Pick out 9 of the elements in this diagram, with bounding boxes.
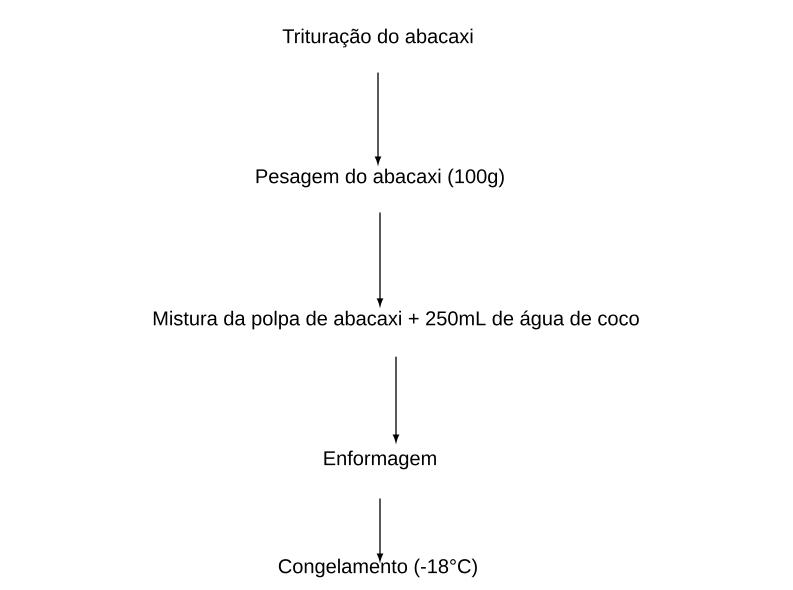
step-label: Mistura da polpa de abacaxi + 250mL de água de coco xyxy=(154,310,639,330)
arrow xyxy=(376,212,384,306)
arrow xyxy=(376,498,384,562)
step-label: Trituração do abacaxi xyxy=(282,28,472,48)
arrow xyxy=(392,356,400,442)
step-label: Pesagem do abacaxi (100g) xyxy=(256,168,504,188)
step-label: Enformagem xyxy=(324,450,436,470)
arrow xyxy=(374,72,382,164)
step-label: Congelamento (-18°C) xyxy=(278,558,477,578)
